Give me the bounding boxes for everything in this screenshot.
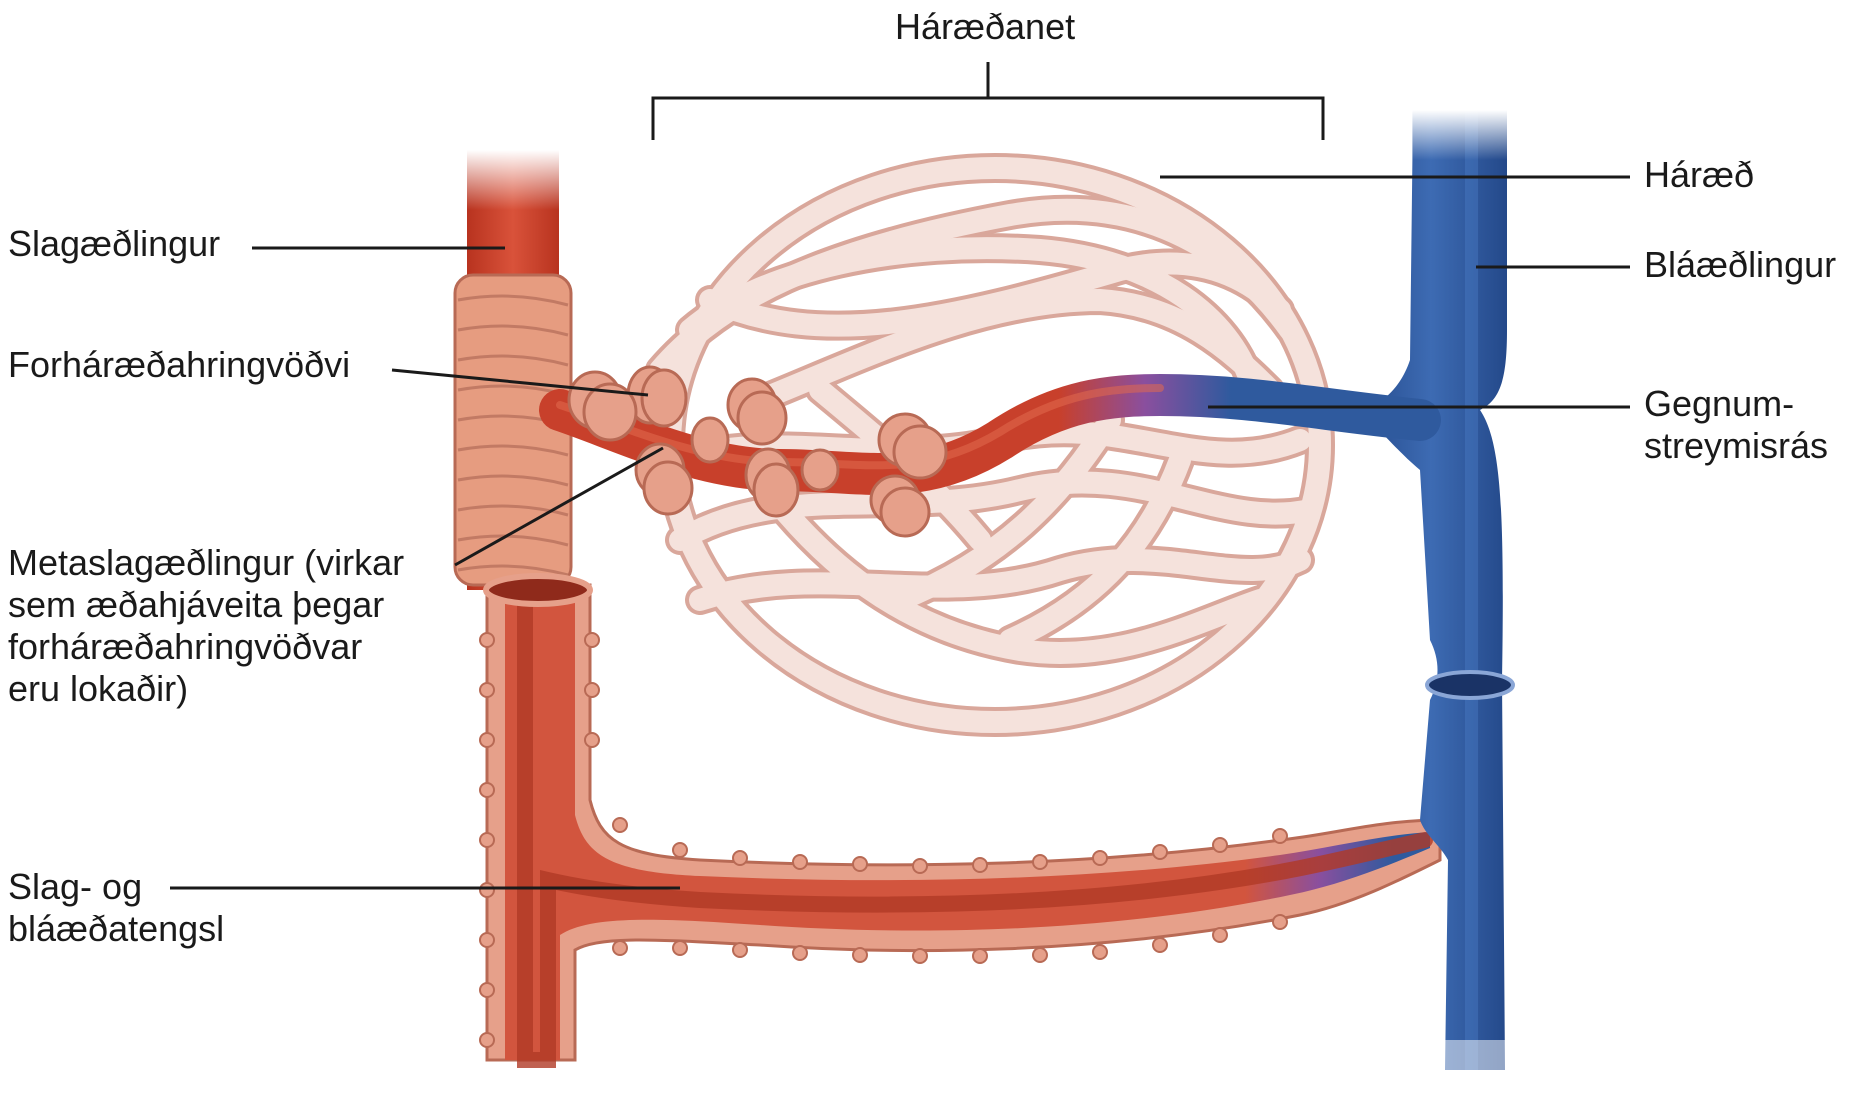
label-capillary: Háræð — [1644, 154, 1755, 195]
sphincter-ring — [800, 448, 840, 492]
label-anastomosis-line2: bláæðatengsl — [8, 908, 225, 949]
label-arteriole: Slagæðlingur — [8, 223, 221, 264]
label-metarteriole-line4: eru lokaðir) — [8, 668, 189, 709]
sphincter-ring — [567, 370, 638, 442]
arteriole — [453, 150, 573, 590]
label-precapillary-sphincter: Forháræðahringvöðvi — [8, 344, 351, 385]
sphincter-ring — [877, 412, 948, 480]
label-thoroughfare-line2: streymisrás — [1644, 425, 1829, 466]
label-metarteriole-line3: forháræðahringvöðvar — [8, 626, 363, 667]
sphincter-ring — [869, 474, 931, 538]
sphincter-ring — [744, 447, 800, 518]
label-anastomosis-line1: Slag- og — [8, 866, 143, 907]
sphincter-ring — [690, 416, 730, 464]
sphincter-ring — [626, 365, 688, 428]
label-metarteriole-line1: Metaslagæðlingur (virkar — [8, 542, 405, 583]
label-metarteriole: Metaslagæðlingur (virkar sem æðahjáveita… — [8, 542, 404, 710]
leader-precapillary-sphincter — [391, 368, 649, 397]
precapillary-sphincters — [567, 365, 948, 538]
capillary-bed-bracket — [651, 62, 1325, 140]
label-metarteriole-line2: sem æðahjáveita þegar — [8, 584, 385, 625]
leader-lines — [170, 175, 1630, 890]
leader-metarteriole — [454, 446, 664, 567]
sphincter-ring — [726, 377, 788, 446]
label-thoroughfare-channel: Gegnum- streymisrás — [1644, 383, 1828, 467]
label-venule: Bláæðlingur — [1644, 244, 1837, 285]
label-anastomosis: Slag- og bláæðatengsl — [8, 866, 224, 950]
label-thoroughfare-line1: Gegnum- — [1644, 383, 1795, 424]
label-capillary-bed: Háræðanet — [895, 6, 1076, 47]
venule — [1355, 110, 1515, 1080]
anastomosis-scallops — [479, 632, 1288, 1048]
